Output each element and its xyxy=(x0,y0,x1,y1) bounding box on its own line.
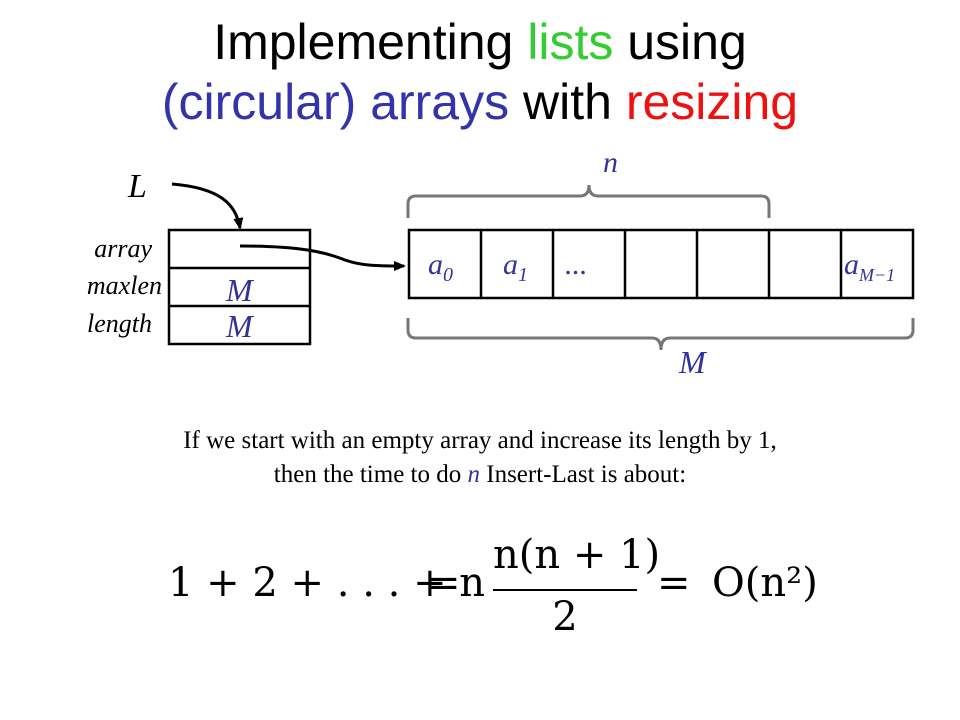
array-box xyxy=(407,228,915,300)
title-line-2: (circular) arrays with resizing xyxy=(0,74,960,130)
bottom-brace-label-m: M xyxy=(679,344,706,380)
title-text-2: using xyxy=(613,14,747,70)
caption-line-1: If we start with an empty array and incr… xyxy=(183,427,777,454)
top-brace-label-n: n xyxy=(603,146,618,179)
field-label-array: array xyxy=(94,234,152,263)
formula-eq2: = xyxy=(657,560,691,606)
title-text-1: Implementing xyxy=(213,14,528,70)
title-text-3: with xyxy=(509,74,626,130)
l-pointer-arrow xyxy=(171,182,244,230)
bottom-brace xyxy=(406,318,915,351)
formula-numerator: n(n + 1) xyxy=(493,532,661,578)
pointer-label-l: L xyxy=(128,168,147,205)
formula-rhs: O(n²) xyxy=(712,560,818,606)
cell-ellipsis: ... xyxy=(565,248,588,281)
array-pointer-arrow xyxy=(239,244,406,271)
cell-a1: a1 xyxy=(503,248,528,286)
formula-lhs: 1 + 2 + . . . + n xyxy=(168,560,486,606)
title-line-1: Implementing lists using xyxy=(0,14,960,70)
cell-a-m-minus-1: aM−1 xyxy=(844,248,896,285)
field-label-length: length xyxy=(87,309,152,338)
top-brace xyxy=(406,184,771,218)
field-label-maxlen: maxlen xyxy=(86,271,162,300)
title-keyword-resizing: resizing xyxy=(625,74,799,130)
formula-eq1: = xyxy=(427,560,461,606)
formula-denominator: 2 xyxy=(552,594,578,640)
title-keyword-arrays: (circular) arrays xyxy=(161,74,510,130)
cell-a0: a0 xyxy=(428,248,453,286)
maxlen-value: M xyxy=(226,272,253,308)
caption-line-2: then the time to do n Insert-Last is abo… xyxy=(273,461,687,488)
title-keyword-lists: lists xyxy=(527,14,614,70)
length-value: M xyxy=(226,308,253,344)
